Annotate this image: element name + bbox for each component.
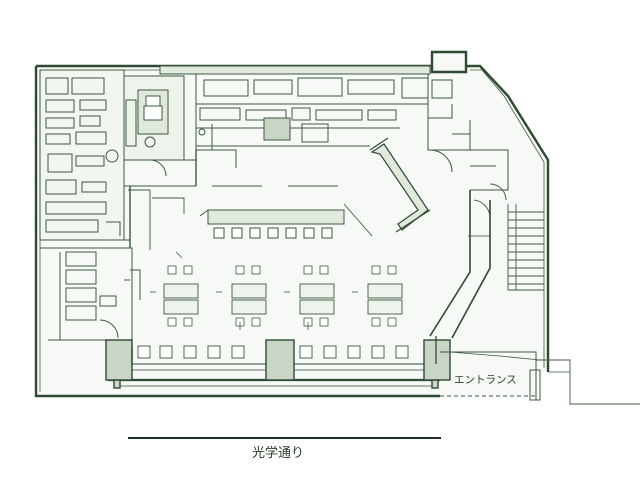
staircase [507,204,544,291]
front-bench [137,345,409,359]
bar-counter [199,209,345,239]
entrance-label: エントランス [454,374,517,386]
right-diagonal-wall [429,190,491,339]
top-counter [159,65,431,168]
right-upper-room [427,74,509,201]
street-line [128,437,441,439]
pillars [105,339,451,389]
angled-counter [369,137,431,233]
left-lower-room [40,247,141,346]
dining-rails [128,185,373,250]
kitchen-room [39,69,130,241]
restroom-block [123,75,196,187]
interior-walls [129,150,437,364]
street-name-label: 光学通り [252,446,305,461]
entrance-area [440,351,640,405]
dimension-ticks [150,251,358,330]
